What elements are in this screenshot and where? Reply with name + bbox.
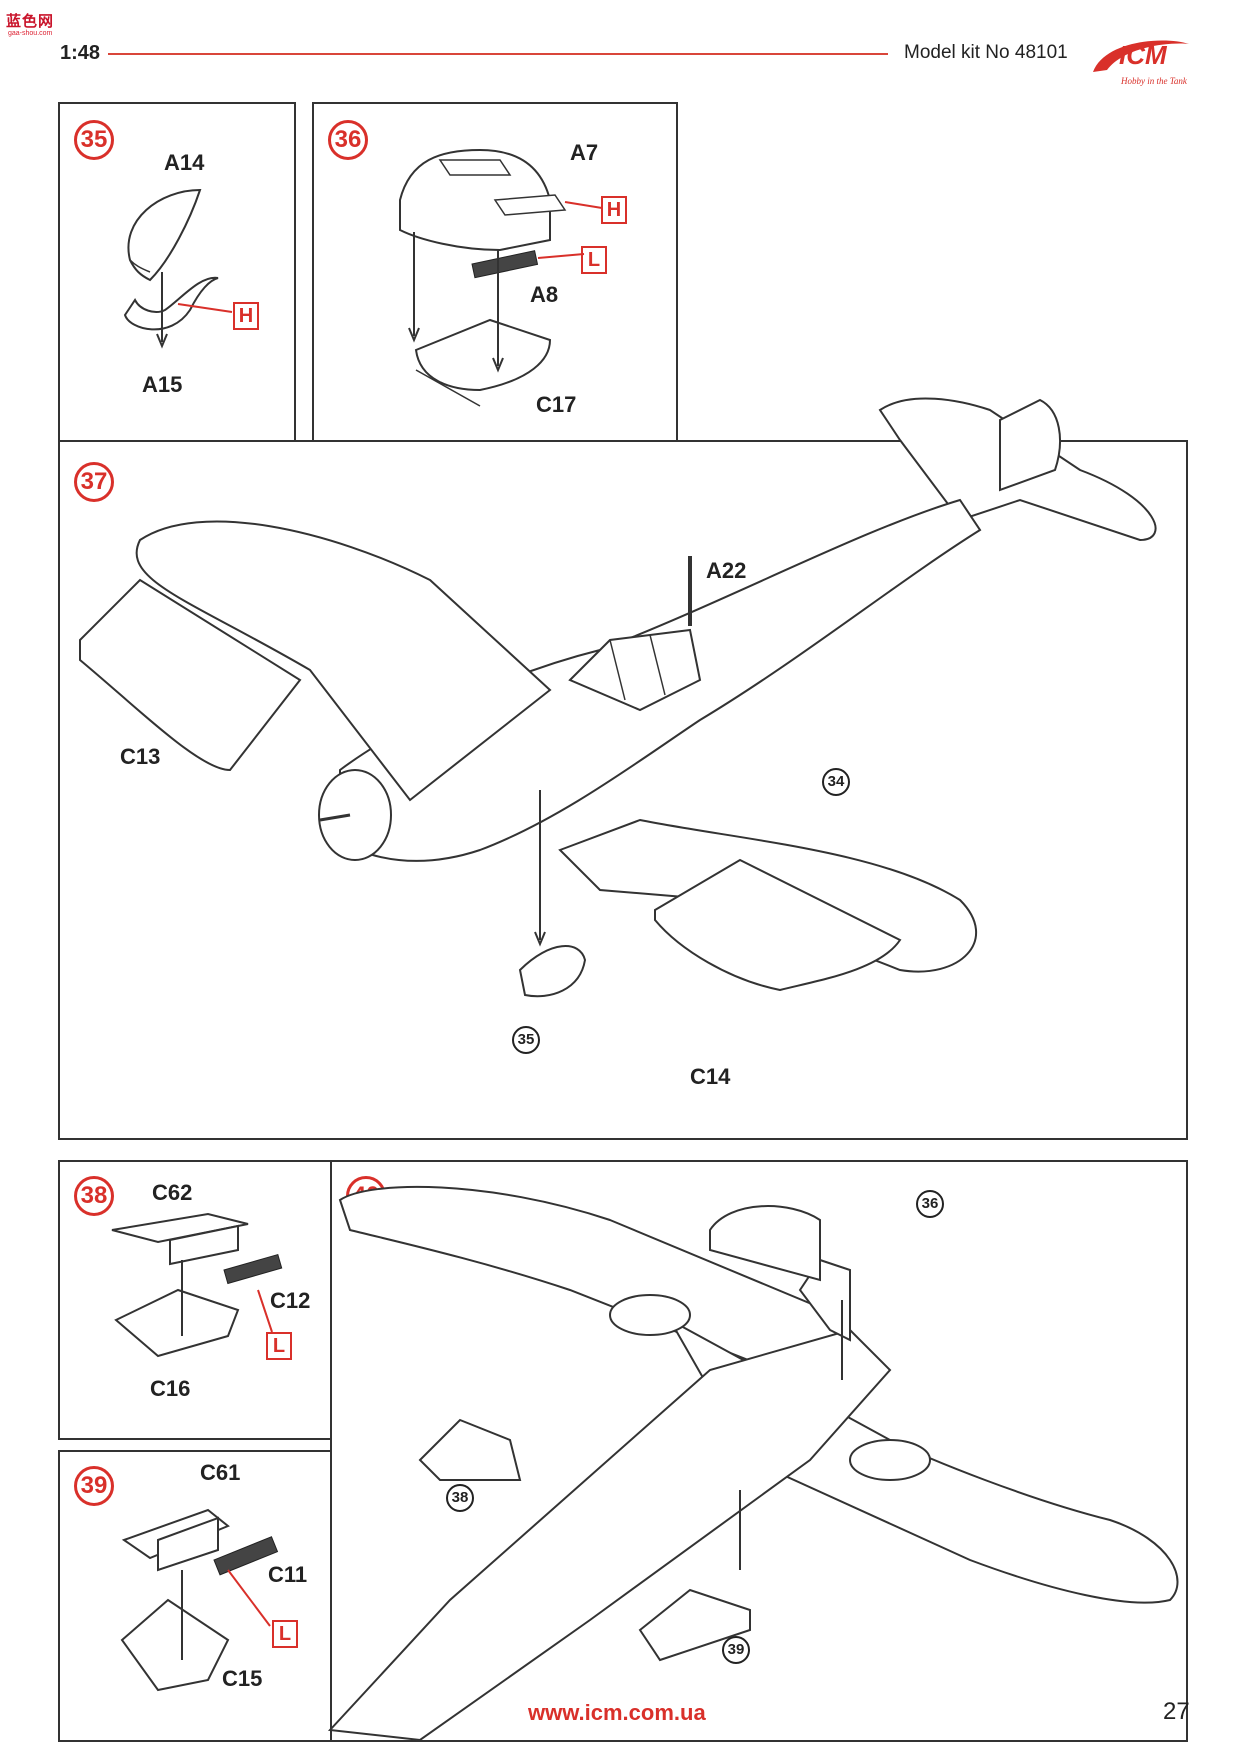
icm-logo: ICM Hobby in the Tank (1085, 36, 1195, 92)
scale-label: 1:48 (60, 42, 101, 64)
radiator-cowl-drawing (399, 148, 603, 407)
radiator-small-drawings (111, 1212, 283, 1692)
marker-l-box: L (266, 1332, 292, 1360)
watermark-subtext: gaa-shou.com (8, 30, 53, 37)
part-a7-label: A7 (570, 140, 599, 165)
footer-url-link[interactable]: www.icm.com.ua (528, 1700, 706, 1725)
part-a22-label: A22 (706, 558, 747, 583)
marker-h-box: H (601, 196, 627, 224)
header-rule (108, 53, 888, 55)
svg-text:ICM: ICM (1119, 40, 1168, 70)
step-35-badge: 35 (74, 120, 114, 160)
page-number: 27 (1163, 1698, 1190, 1725)
part-c13-label: C13 (120, 744, 161, 769)
part-c17-label: C17 (536, 392, 577, 417)
marker-h-box: H (233, 302, 259, 330)
kit-number: Model kit No 48101 (904, 42, 1068, 63)
ref-step-35-badge: 35 (512, 1026, 540, 1054)
part-c14-label: C14 (690, 1064, 731, 1089)
marker-l-box: L (581, 246, 607, 274)
part-a15-label: A15 (142, 372, 183, 397)
watermark-text: 蓝色网 (6, 13, 55, 30)
part-c62-label: C62 (152, 1180, 193, 1205)
ref-step-38-badge: 38 (446, 1484, 474, 1512)
aircraft-bottom-view-drawing (327, 1185, 1179, 1742)
svg-text:Hobby in the Tank: Hobby in the Tank (1120, 76, 1188, 86)
part-c16-label: C16 (150, 1376, 191, 1401)
marker-l-box: L (272, 1620, 298, 1648)
part-a14-label: A14 (164, 150, 205, 175)
spinner-assembly-drawing (123, 188, 233, 349)
step-38-badge: 38 (74, 1176, 114, 1216)
part-c61-label: C61 (200, 1460, 241, 1485)
part-c15-label: C15 (222, 1666, 263, 1691)
step-37-badge: 37 (74, 462, 114, 502)
part-c11-label: C11 (268, 1562, 308, 1587)
ref-step-36-badge: 36 (916, 1190, 944, 1218)
part-a8-label: A8 (530, 282, 559, 307)
part-c12-label: C12 (270, 1288, 311, 1313)
step-36-badge: 36 (328, 120, 368, 160)
ref-step-34-badge: 34 (822, 768, 850, 796)
step-39-badge: 39 (74, 1466, 114, 1506)
ref-step-39-badge: 39 (722, 1636, 750, 1664)
aircraft-top-view-drawing (79, 397, 1157, 998)
